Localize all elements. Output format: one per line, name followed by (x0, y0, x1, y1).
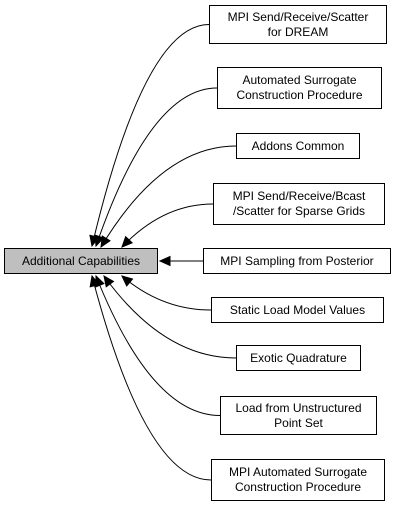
node-mpi-bcast-sparse-grids[interactable]: MPI Send/Receive/Bcast /Scatter for Spar… (213, 183, 385, 225)
node-load-unstructured-point-set[interactable]: Load from Unstructured Point Set (220, 396, 377, 435)
node-exotic-quadrature[interactable]: Exotic Quadrature (236, 345, 361, 371)
edge-to-mpi-sampling (158, 255, 203, 267)
edge-to-automated-surrogate (94, 87, 218, 248)
arrowhead (121, 275, 134, 287)
arrowhead (121, 235, 134, 248)
arrowhead (94, 234, 105, 248)
edge-to-static-load (121, 275, 212, 311)
arrowhead (158, 255, 171, 267)
edge-to-addons-common (100, 145, 237, 249)
node-mpi-automated-surrogate[interactable]: MPI Automated Surrogate Construction Pro… (211, 459, 385, 501)
node-addons-common[interactable]: Addons Common (236, 133, 360, 159)
node-additional-capabilities: Additional Capabilities (4, 248, 158, 274)
node-static-load-model-values[interactable]: Static Load Model Values (211, 297, 384, 323)
arrowhead (100, 235, 111, 249)
edge-to-exotic-quadrature (103, 275, 237, 359)
edge-to-mpi-automated-surrogate (89, 274, 212, 481)
arrowhead (89, 274, 100, 288)
edge-to-mpi-sparse-grids (121, 203, 214, 248)
arrowhead (103, 275, 115, 288)
node-automated-surrogate-construction[interactable]: Automated Surrogate Construction Procedu… (217, 67, 382, 109)
node-mpi-sampling-posterior[interactable]: MPI Sampling from Posterior (203, 248, 391, 274)
edge-to-unstructured-point-set (95, 274, 221, 416)
node-mpi-send-receive-scatter-dream[interactable]: MPI Send/Receive/Scatter for DREAM (209, 5, 387, 44)
